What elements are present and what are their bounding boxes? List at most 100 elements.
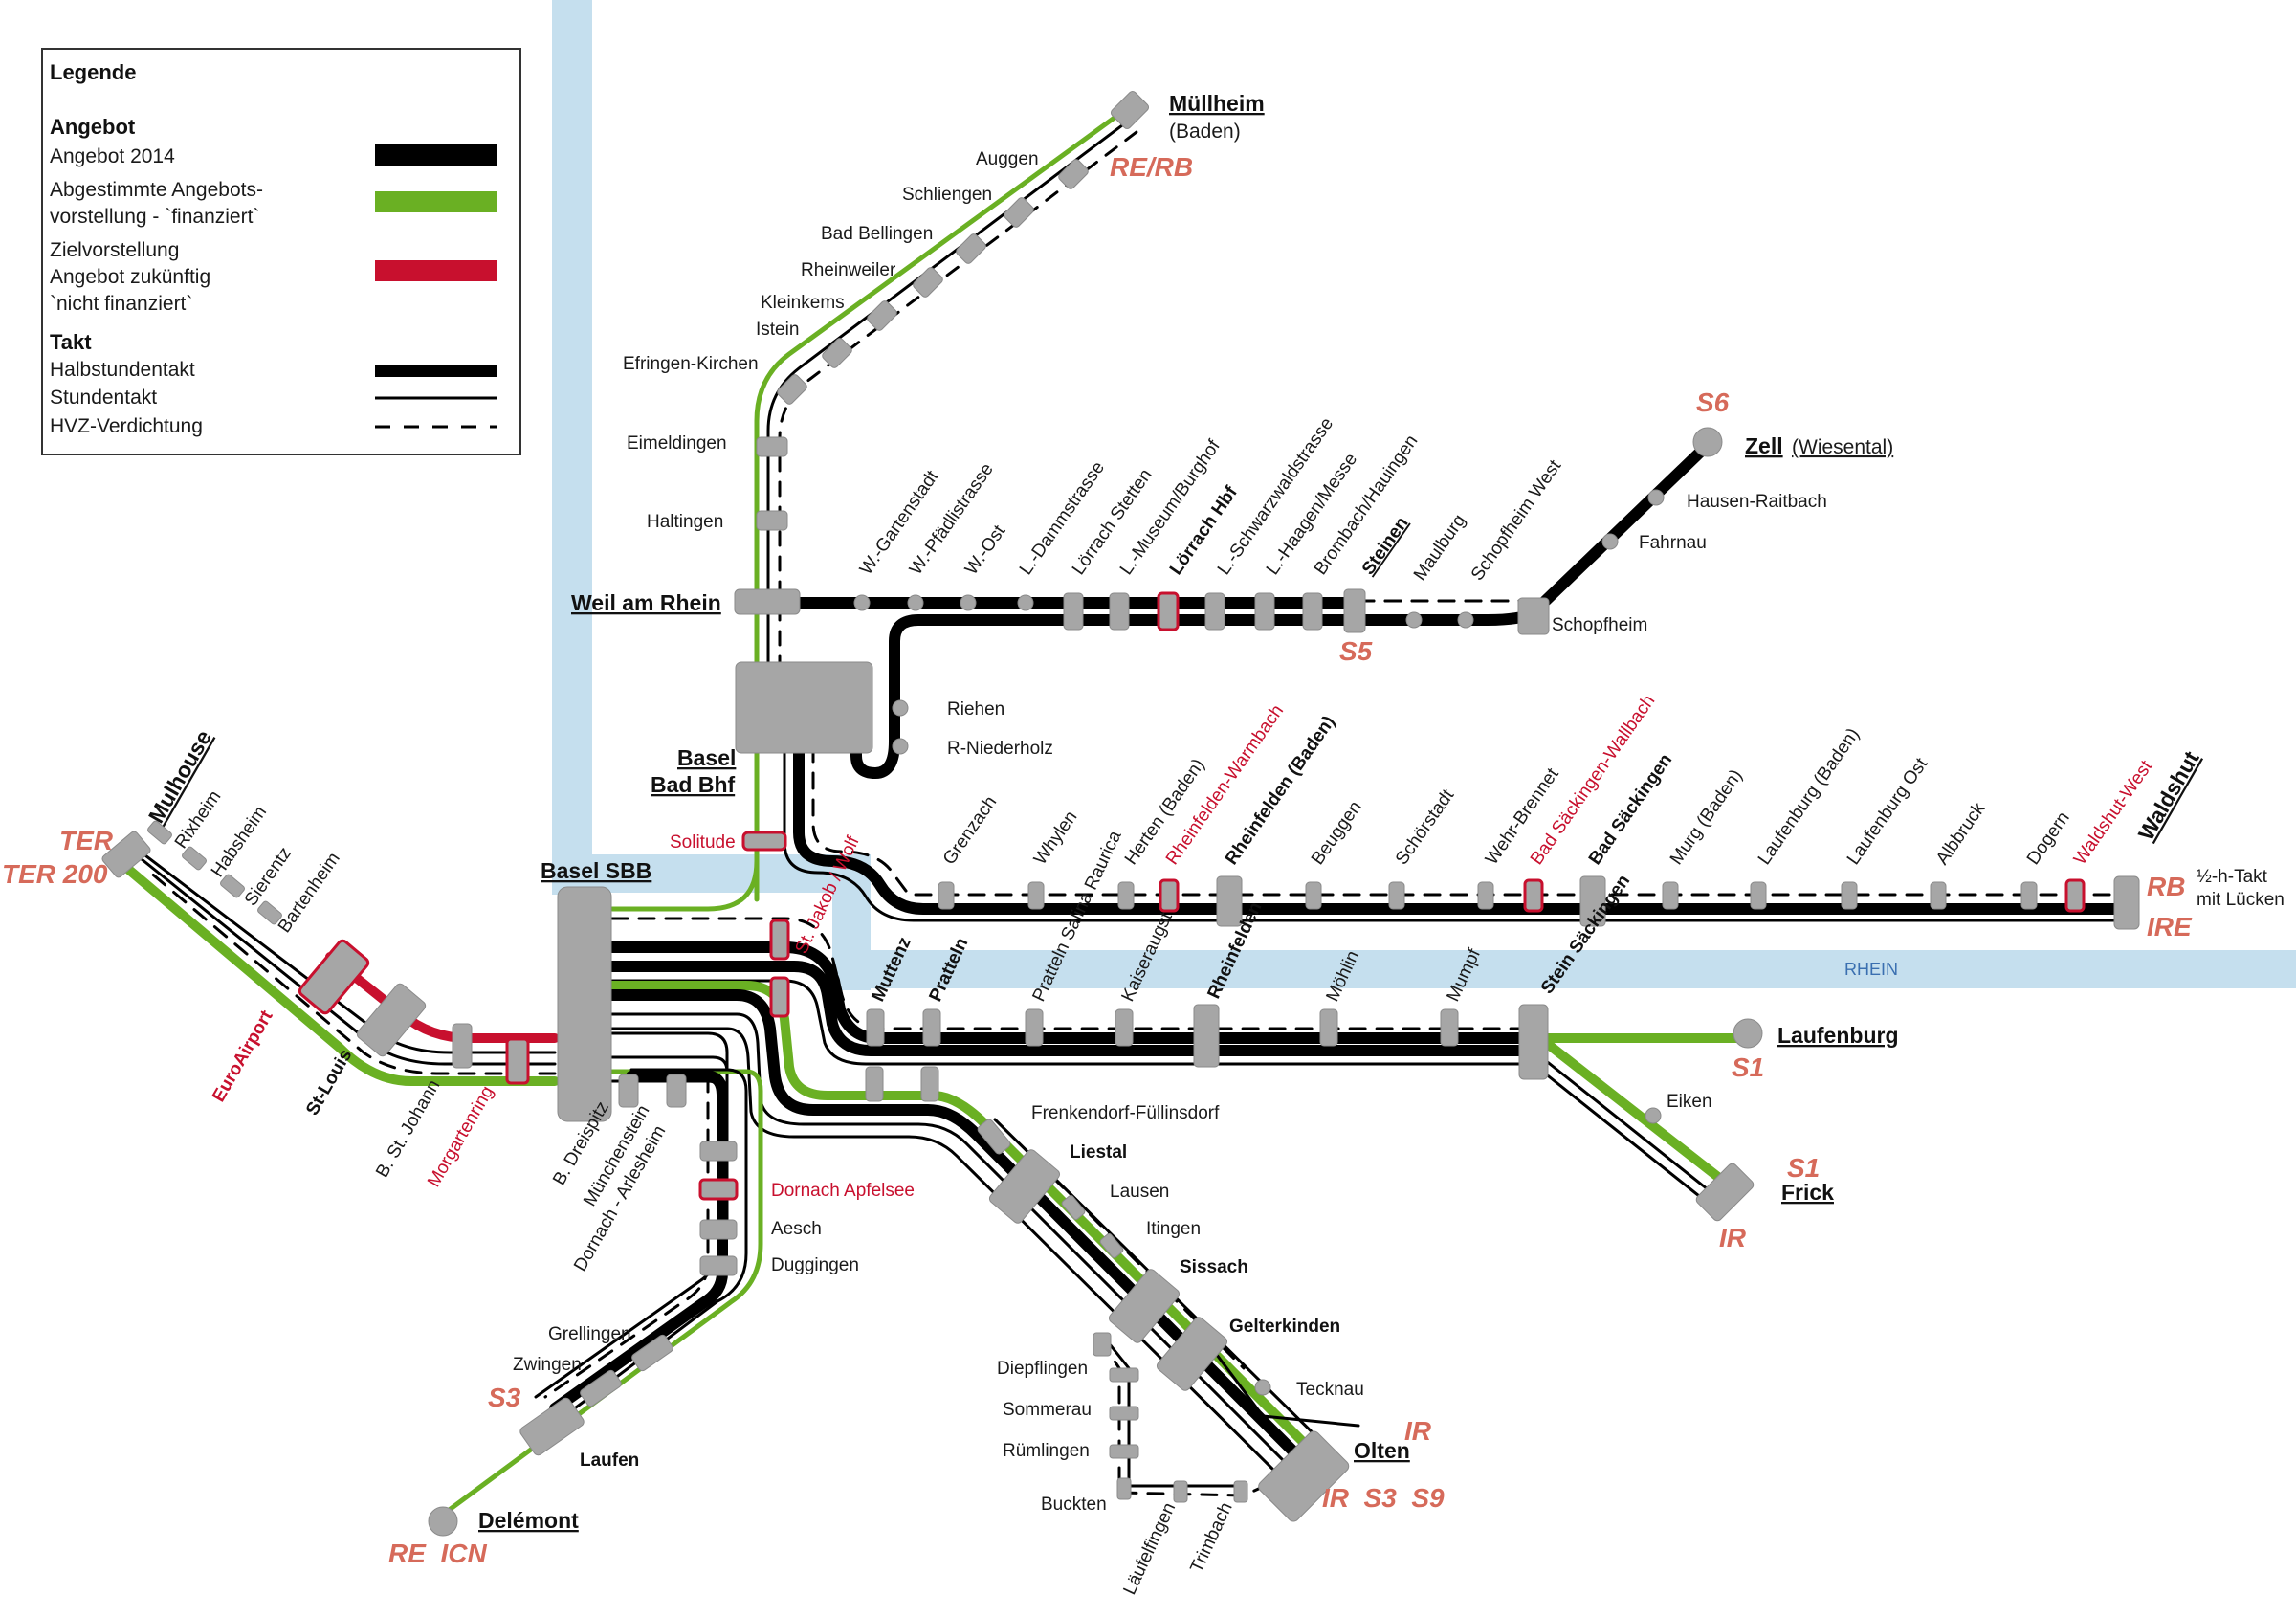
hub-basel-bad-bhf <box>735 661 873 754</box>
legend-agreed-2: vorstellung - `finanziert` <box>50 206 259 228</box>
label-st-louis: St-Louis <box>302 1046 356 1119</box>
label-weil: Weil am Rhein <box>571 590 721 615</box>
label-frenkendorf: Frenkendorf-Füllinsdorf <box>1031 1103 1220 1123</box>
label-tecknau: Tecknau <box>1296 1380 1364 1400</box>
legend-agreed-1: Abgestimmte Angebots- <box>50 179 263 201</box>
label-euroairport: EuroAirport <box>209 1007 277 1105</box>
label-whylen: Whylen <box>1030 808 1082 869</box>
label-lausen: Lausen <box>1110 1182 1169 1202</box>
legend-title: Legende <box>50 60 136 84</box>
label-basel-sbb: Basel SBB <box>541 858 651 883</box>
legend-offer-2014: Angebot 2014 <box>50 145 175 167</box>
label-sierentz: Sierentz <box>241 844 296 910</box>
svc-s1-laufenburg: S1 <box>1732 1052 1764 1082</box>
label-murg: Murg (Baden) <box>1667 766 1747 869</box>
hub-basel-sbb <box>557 886 612 1122</box>
legend-peak: HVZ-Verdichtung <box>50 415 203 437</box>
legend-target-2: Angebot zukünftig <box>50 266 210 288</box>
label-schliengen: Schliengen <box>902 185 992 205</box>
label-grenzach: Grenzach <box>939 792 1001 869</box>
terminal-frick: Frick <box>1781 1180 1834 1205</box>
label-bad-bellingen: Bad Bellingen <box>821 224 933 244</box>
label-dornach-apfelsee: Dornach Apfelsee <box>771 1181 915 1201</box>
label-basel-bad-1: Basel <box>677 745 736 770</box>
label-eiken: Eiken <box>1667 1092 1712 1112</box>
svc-s3: S3 <box>488 1383 521 1412</box>
legend-swatch-target <box>375 260 497 281</box>
terminal-zell: Zell <box>1745 433 1783 458</box>
label-sommerau: Sommerau <box>1003 1400 1092 1420</box>
label-trimbach: Trimbach <box>1186 1499 1236 1576</box>
terminal-muellheim: Müllheim <box>1169 91 1265 116</box>
label-albbruck: Albbruck <box>1932 799 1990 869</box>
label-laufen: Laufen <box>580 1451 639 1471</box>
svc-re-icn: RE ICN <box>388 1539 487 1568</box>
label-sissach: Sissach <box>1180 1257 1248 1277</box>
legend: Legende Angebot Angebot 2014 Abgestimmte… <box>41 48 521 455</box>
terminal-zell-sub: (Wiesental) <box>1792 436 1893 458</box>
label-ruemlingen: Rümlingen <box>1003 1441 1090 1461</box>
label-grellingen: Grellingen <box>548 1324 631 1344</box>
label-schopfheim: Schopfheim <box>1552 615 1647 635</box>
label-diepflingen: Diepflingen <box>997 1359 1088 1379</box>
svc-re-rb: RE/RB <box>1110 152 1193 182</box>
label-efringen-kirchen: Efringen-Kirchen <box>623 354 759 374</box>
label-istein: Istein <box>756 320 799 340</box>
hub-weil-am-rhein <box>734 588 801 615</box>
label-haltingen: Haltingen <box>647 512 723 532</box>
svc-s5: S5 <box>1339 636 1373 666</box>
label-w-ost: W.-Ost <box>961 521 1010 579</box>
label-kleinkems: Kleinkems <box>761 293 845 313</box>
terminal-delemont: Delémont <box>478 1508 579 1533</box>
label-laufenburg-ost: Laufenburg Ost <box>1843 754 1932 869</box>
svc-ter: TER <box>59 826 114 855</box>
terminal-laufenburg: Laufenburg <box>1777 1023 1899 1048</box>
label-laufenburg-baden: Laufenburg (Baden) <box>1755 724 1864 868</box>
waldshut-note-1: ½-h-Takt <box>2197 867 2268 887</box>
label-duggingen: Duggingen <box>771 1255 859 1275</box>
label-riehen: Riehen <box>947 699 1004 720</box>
svc-ir-olten: IR <box>1404 1416 1432 1446</box>
label-maulburg: Maulburg <box>1410 511 1470 585</box>
label-solitude: Solitude <box>670 832 736 853</box>
label-niederholz: R-Niederholz <box>947 739 1053 759</box>
label-gelterkinden: Gelterkinden <box>1229 1317 1340 1337</box>
svc-ir-s3-s9: IR S3 S9 <box>1322 1483 1445 1513</box>
legend-section-takt: Takt <box>50 330 92 354</box>
stations <box>101 90 2140 1537</box>
label-schopfheim-west: Schopfheim West <box>1468 456 1566 585</box>
tracks <box>120 104 2134 1519</box>
legend-line-half-hour <box>375 365 497 377</box>
label-laeufelfingen: Läufelfingen <box>1119 1499 1180 1598</box>
river-label: RHEIN <box>1844 960 1898 979</box>
label-zwingen: Zwingen <box>513 1355 582 1375</box>
label-dogern: Dogern <box>2023 808 2074 869</box>
svc-ire: IRE <box>2147 912 2193 941</box>
label-hausen: Hausen-Raitbach <box>1687 492 1827 512</box>
terminal-muellheim-sub: (Baden) <box>1169 121 1241 143</box>
legend-target-1: Zielvorstellung <box>50 239 179 261</box>
label-liestal: Liestal <box>1070 1142 1127 1163</box>
label-fahrnau: Fahrnau <box>1639 533 1707 553</box>
label-auggen: Auggen <box>976 149 1039 169</box>
legend-target-3: `nicht finanziert` <box>50 293 192 315</box>
svc-rb: RB <box>2147 872 2185 901</box>
terminal-olten: Olten <box>1354 1438 1410 1463</box>
legend-swatch-agreed <box>375 191 497 212</box>
legend-section-offer: Angebot <box>50 115 136 139</box>
legend-swatch-2014 <box>375 144 497 166</box>
label-rheinweiler: Rheinweiler <box>801 260 896 280</box>
label-basel-bad-2: Bad Bhf <box>651 772 736 797</box>
label-buckten: Buckten <box>1041 1495 1107 1515</box>
svc-ir-frick: IR <box>1719 1223 1747 1252</box>
svc-s6: S6 <box>1696 388 1730 417</box>
svc-ter200: TER 200 <box>2 859 108 889</box>
label-eimeldingen: Eimeldingen <box>627 433 727 454</box>
label-aesch: Aesch <box>771 1219 822 1239</box>
label-steinen: Steinen <box>1358 514 1413 579</box>
waldshut-note-2: mit Lücken <box>2197 890 2285 910</box>
label-beuggen: Beuggen <box>1308 798 1366 869</box>
label-itingen: Itingen <box>1146 1219 1201 1239</box>
legend-half-hour: Halbstundentakt <box>50 359 195 381</box>
